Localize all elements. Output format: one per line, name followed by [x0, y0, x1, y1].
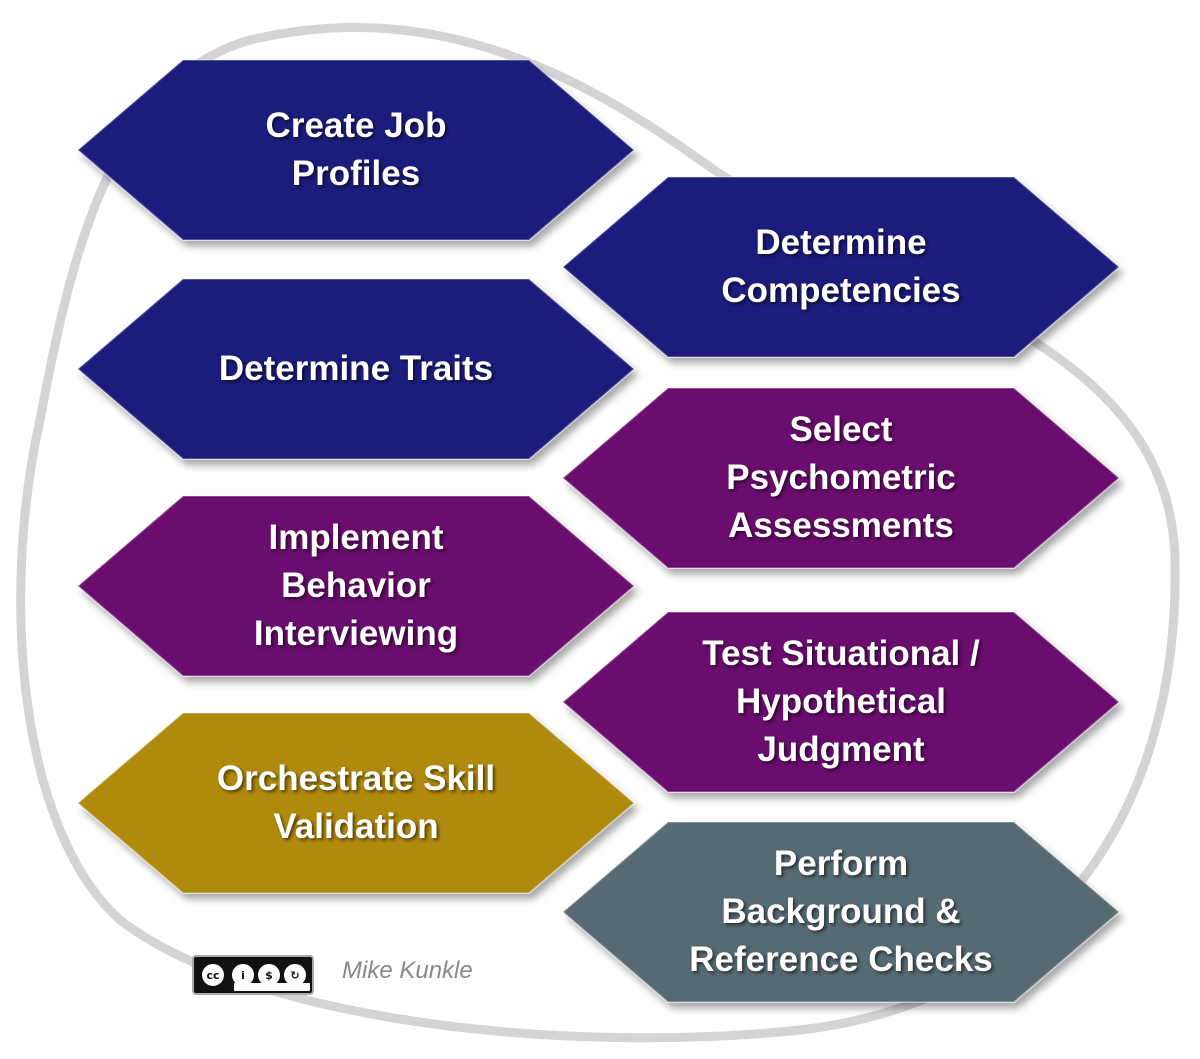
creative-commons-by-nc-sa-icon: cc i $ ↻ [192, 955, 314, 995]
step-hexagon-7 [76, 712, 636, 894]
author-credit: Mike Kunkle [342, 957, 473, 984]
cc-icon: cc [200, 962, 226, 988]
step-hexagon-2 [561, 176, 1121, 358]
step-hexagon-4 [561, 387, 1121, 569]
step-hexagon-5 [76, 495, 636, 677]
step-hexagon-1 [76, 59, 636, 241]
step-hexagon-8 [561, 821, 1121, 1003]
license-ribbon [234, 983, 310, 991]
hex-layer [76, 59, 1121, 1003]
step-hexagon-3 [76, 278, 636, 460]
step-hexagon-6 [561, 611, 1121, 793]
